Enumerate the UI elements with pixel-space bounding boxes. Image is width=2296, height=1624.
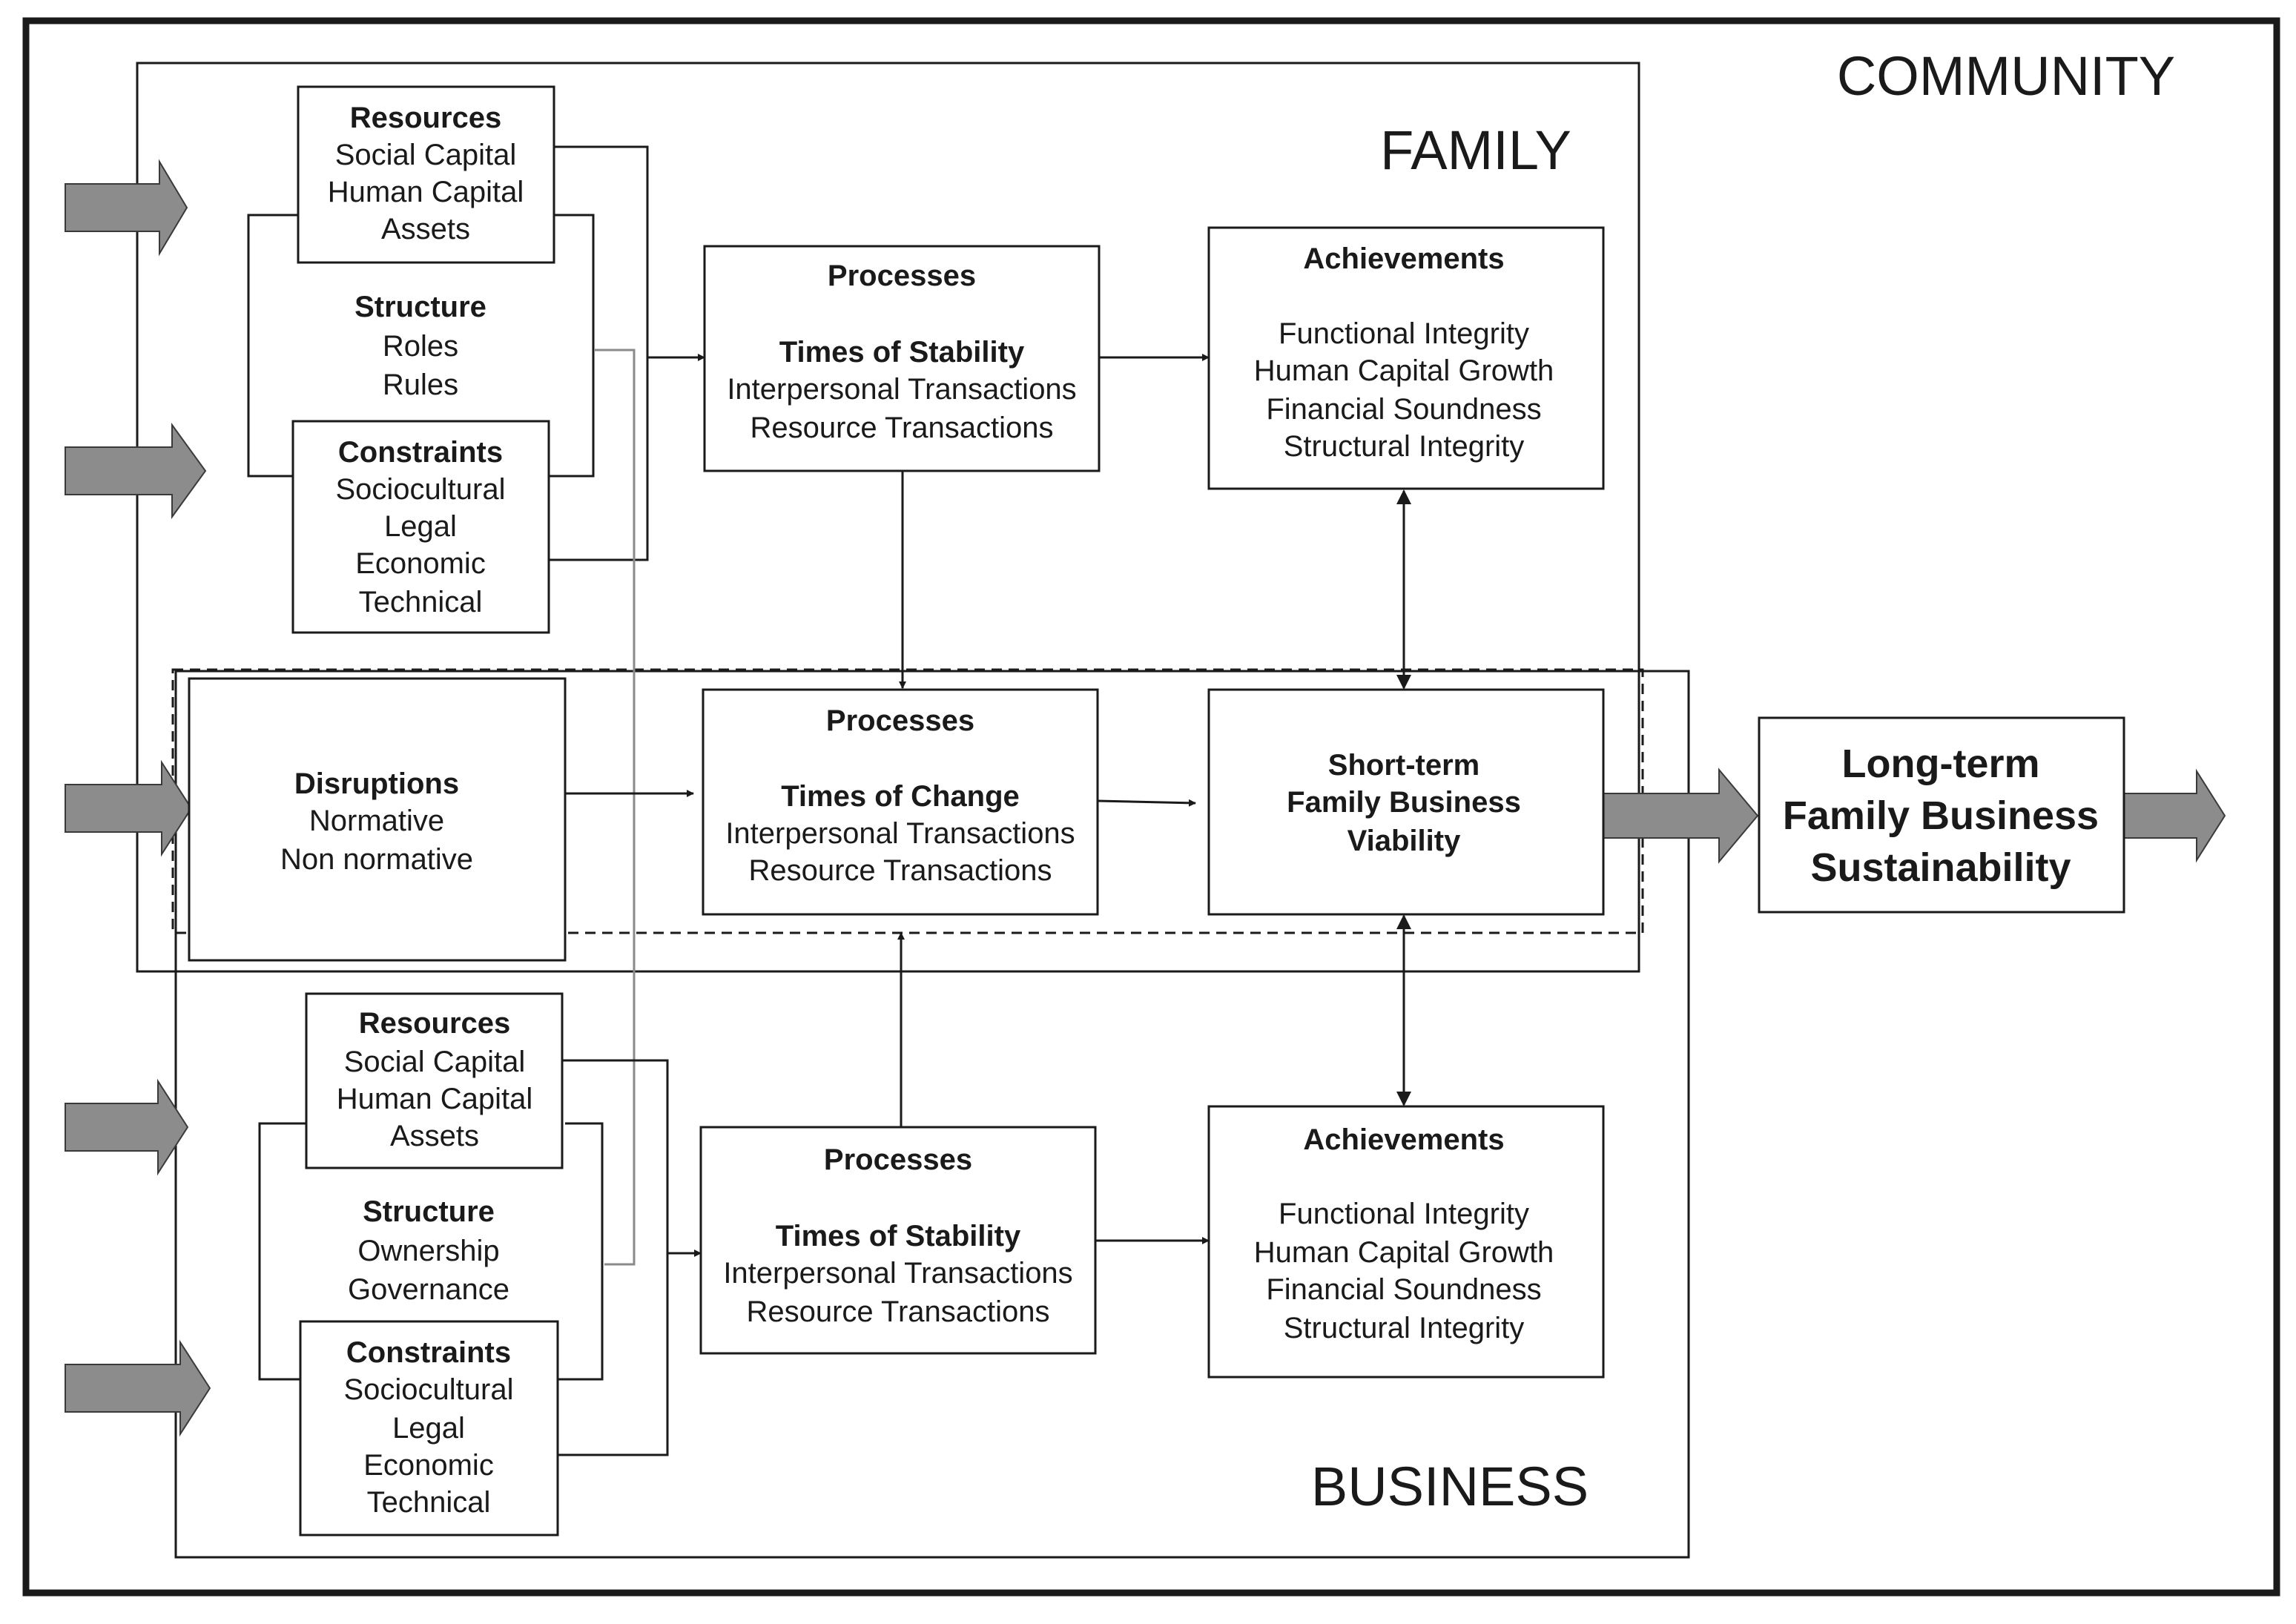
family-resources-item: Assets	[381, 213, 470, 245]
sustainability-output-arrow	[2122, 768, 2226, 863]
family-achievements-item: Human Capital Growth	[1254, 354, 1554, 387]
viability-box: Short-term Family Business Viability	[1207, 688, 1605, 916]
family-bracket-right	[549, 214, 595, 478]
disruptions-box: Disruptions Normative Non normative	[188, 677, 567, 962]
business-processes-item: Resource Transactions	[746, 1295, 1049, 1328]
business-constraints-item: Legal	[392, 1412, 465, 1445]
sustainability-box: Long-term Family Business Sustainability	[1758, 716, 2125, 914]
sustainability-line: Sustainability	[1810, 845, 2071, 890]
family-structure-item: Rules	[383, 369, 458, 401]
viability-line: Family Business	[1287, 786, 1521, 819]
business-structure-group: Structure Ownership Governance	[348, 1195, 509, 1306]
change-processes-item: Interpersonal Transactions	[725, 817, 1075, 850]
family-structure-item: Roles	[383, 330, 458, 363]
family-processes-item: Interpersonal Transactions	[727, 373, 1076, 406]
business-bracket-left	[258, 1122, 306, 1381]
business-constraints-title: Constraints	[346, 1336, 511, 1369]
viability-line: Short-term	[1328, 749, 1479, 782]
business-achievements-box: Achievements Functional Integrity Human …	[1207, 1105, 1605, 1379]
family-structure-title: Structure	[354, 291, 486, 323]
viability-to-sustainability-arrow	[1600, 768, 1759, 864]
sustainability-line: Long-term	[1842, 742, 2040, 786]
family-input-connector	[545, 145, 649, 561]
family-achievements-box: Achievements Functional Integrity Human …	[1207, 226, 1605, 490]
business-achievements-item: Structural Integrity	[1284, 1312, 1525, 1344]
family-constraints-item: Technical	[359, 586, 483, 618]
family-constraints-item: Legal	[384, 510, 457, 543]
family-constraints-title: Constraints	[338, 436, 503, 469]
family-achievements-item: Functional Integrity	[1279, 317, 1529, 350]
business-processes-subtitle: Times of Stability	[776, 1220, 1021, 1252]
family-processes-title: Processes	[828, 260, 976, 292]
change-processes-subtitle: Times of Change	[781, 780, 1020, 813]
input-arrow-3	[65, 759, 193, 857]
change-to-viability-arrow	[1097, 799, 1196, 807]
business-structure-item: Governance	[348, 1273, 509, 1306]
business-label: BUSINESS	[1311, 1456, 1589, 1517]
change-processes-item: Resource Transactions	[748, 854, 1052, 887]
business-structure-item: Ownership	[357, 1235, 499, 1267]
business-structure-title: Structure	[363, 1195, 495, 1228]
input-arrow-5	[65, 1339, 211, 1437]
family-resources-box: Resources Social Capital Human Capital A…	[297, 85, 555, 264]
disruptions-item: Non normative	[280, 843, 473, 876]
business-bracket-right	[558, 1122, 604, 1381]
sustainability-line: Family Business	[1783, 793, 2099, 838]
family-frame	[136, 62, 1640, 973]
community-label: COMMUNITY	[1837, 45, 2175, 107]
family-bracket-left	[247, 214, 298, 478]
business-achievements-item: Financial Soundness	[1266, 1273, 1541, 1306]
disruptions-title: Disruptions	[294, 768, 459, 800]
business-resources-item: Social Capital	[344, 1046, 526, 1078]
business-resources-title: Resources	[359, 1007, 511, 1040]
business-constraints-item: Technical	[367, 1486, 491, 1519]
family-resources-item: Social Capital	[335, 139, 517, 171]
disruptions-item: Normative	[309, 805, 444, 837]
business-constraints-item: Economic	[363, 1449, 494, 1482]
business-processes-box: Processes Times of Stability Interperson…	[699, 1126, 1097, 1355]
business-resources-box: Resources Social Capital Human Capital A…	[305, 992, 564, 1169]
viability-line: Viability	[1347, 825, 1461, 857]
business-constraints-item: Sociocultural	[343, 1373, 513, 1406]
input-arrow-1	[65, 159, 188, 257]
family-structure-group: Structure Roles Rules	[354, 291, 486, 401]
family-processes-subtitle: Times of Stability	[779, 336, 1025, 369]
input-arrow-2	[65, 422, 207, 520]
structure-cross-connector	[595, 349, 636, 1266]
family-resources-item: Human Capital	[328, 176, 524, 208]
business-processes-title: Processes	[824, 1143, 972, 1176]
family-resources-title: Resources	[350, 102, 502, 134]
change-processes-title: Processes	[826, 704, 974, 737]
business-resources-item: Human Capital	[337, 1083, 533, 1115]
business-resources-item: Assets	[390, 1120, 479, 1152]
business-achievements-item: Functional Integrity	[1279, 1198, 1529, 1230]
business-achievements-item: Human Capital Growth	[1254, 1236, 1554, 1269]
family-processes-box: Processes Times of Stability Interperson…	[703, 245, 1101, 472]
family-achievements-item: Financial Soundness	[1266, 393, 1541, 426]
family-achievements-item: Structural Integrity	[1284, 430, 1525, 463]
business-constraints-box: Constraints Sociocultural Legal Economic…	[299, 1320, 559, 1536]
community-frame	[22, 17, 2280, 1597]
business-achievements-title: Achievements	[1303, 1123, 1504, 1156]
family-constraints-item: Economic	[355, 547, 486, 580]
business-input-connector	[558, 1059, 669, 1456]
change-processes-box: Processes Times of Change Interpersonal …	[702, 688, 1099, 916]
input-arrow-4	[65, 1078, 189, 1176]
family-label: FAMILY	[1380, 119, 1571, 181]
family-constraints-item: Sociocultural	[335, 473, 505, 506]
family-achievements-title: Achievements	[1303, 242, 1504, 275]
family-processes-item: Resource Transactions	[750, 412, 1053, 444]
family-constraints-box: Constraints Sociocultural Legal Economic…	[291, 420, 550, 634]
business-processes-item: Interpersonal Transactions	[723, 1257, 1072, 1290]
